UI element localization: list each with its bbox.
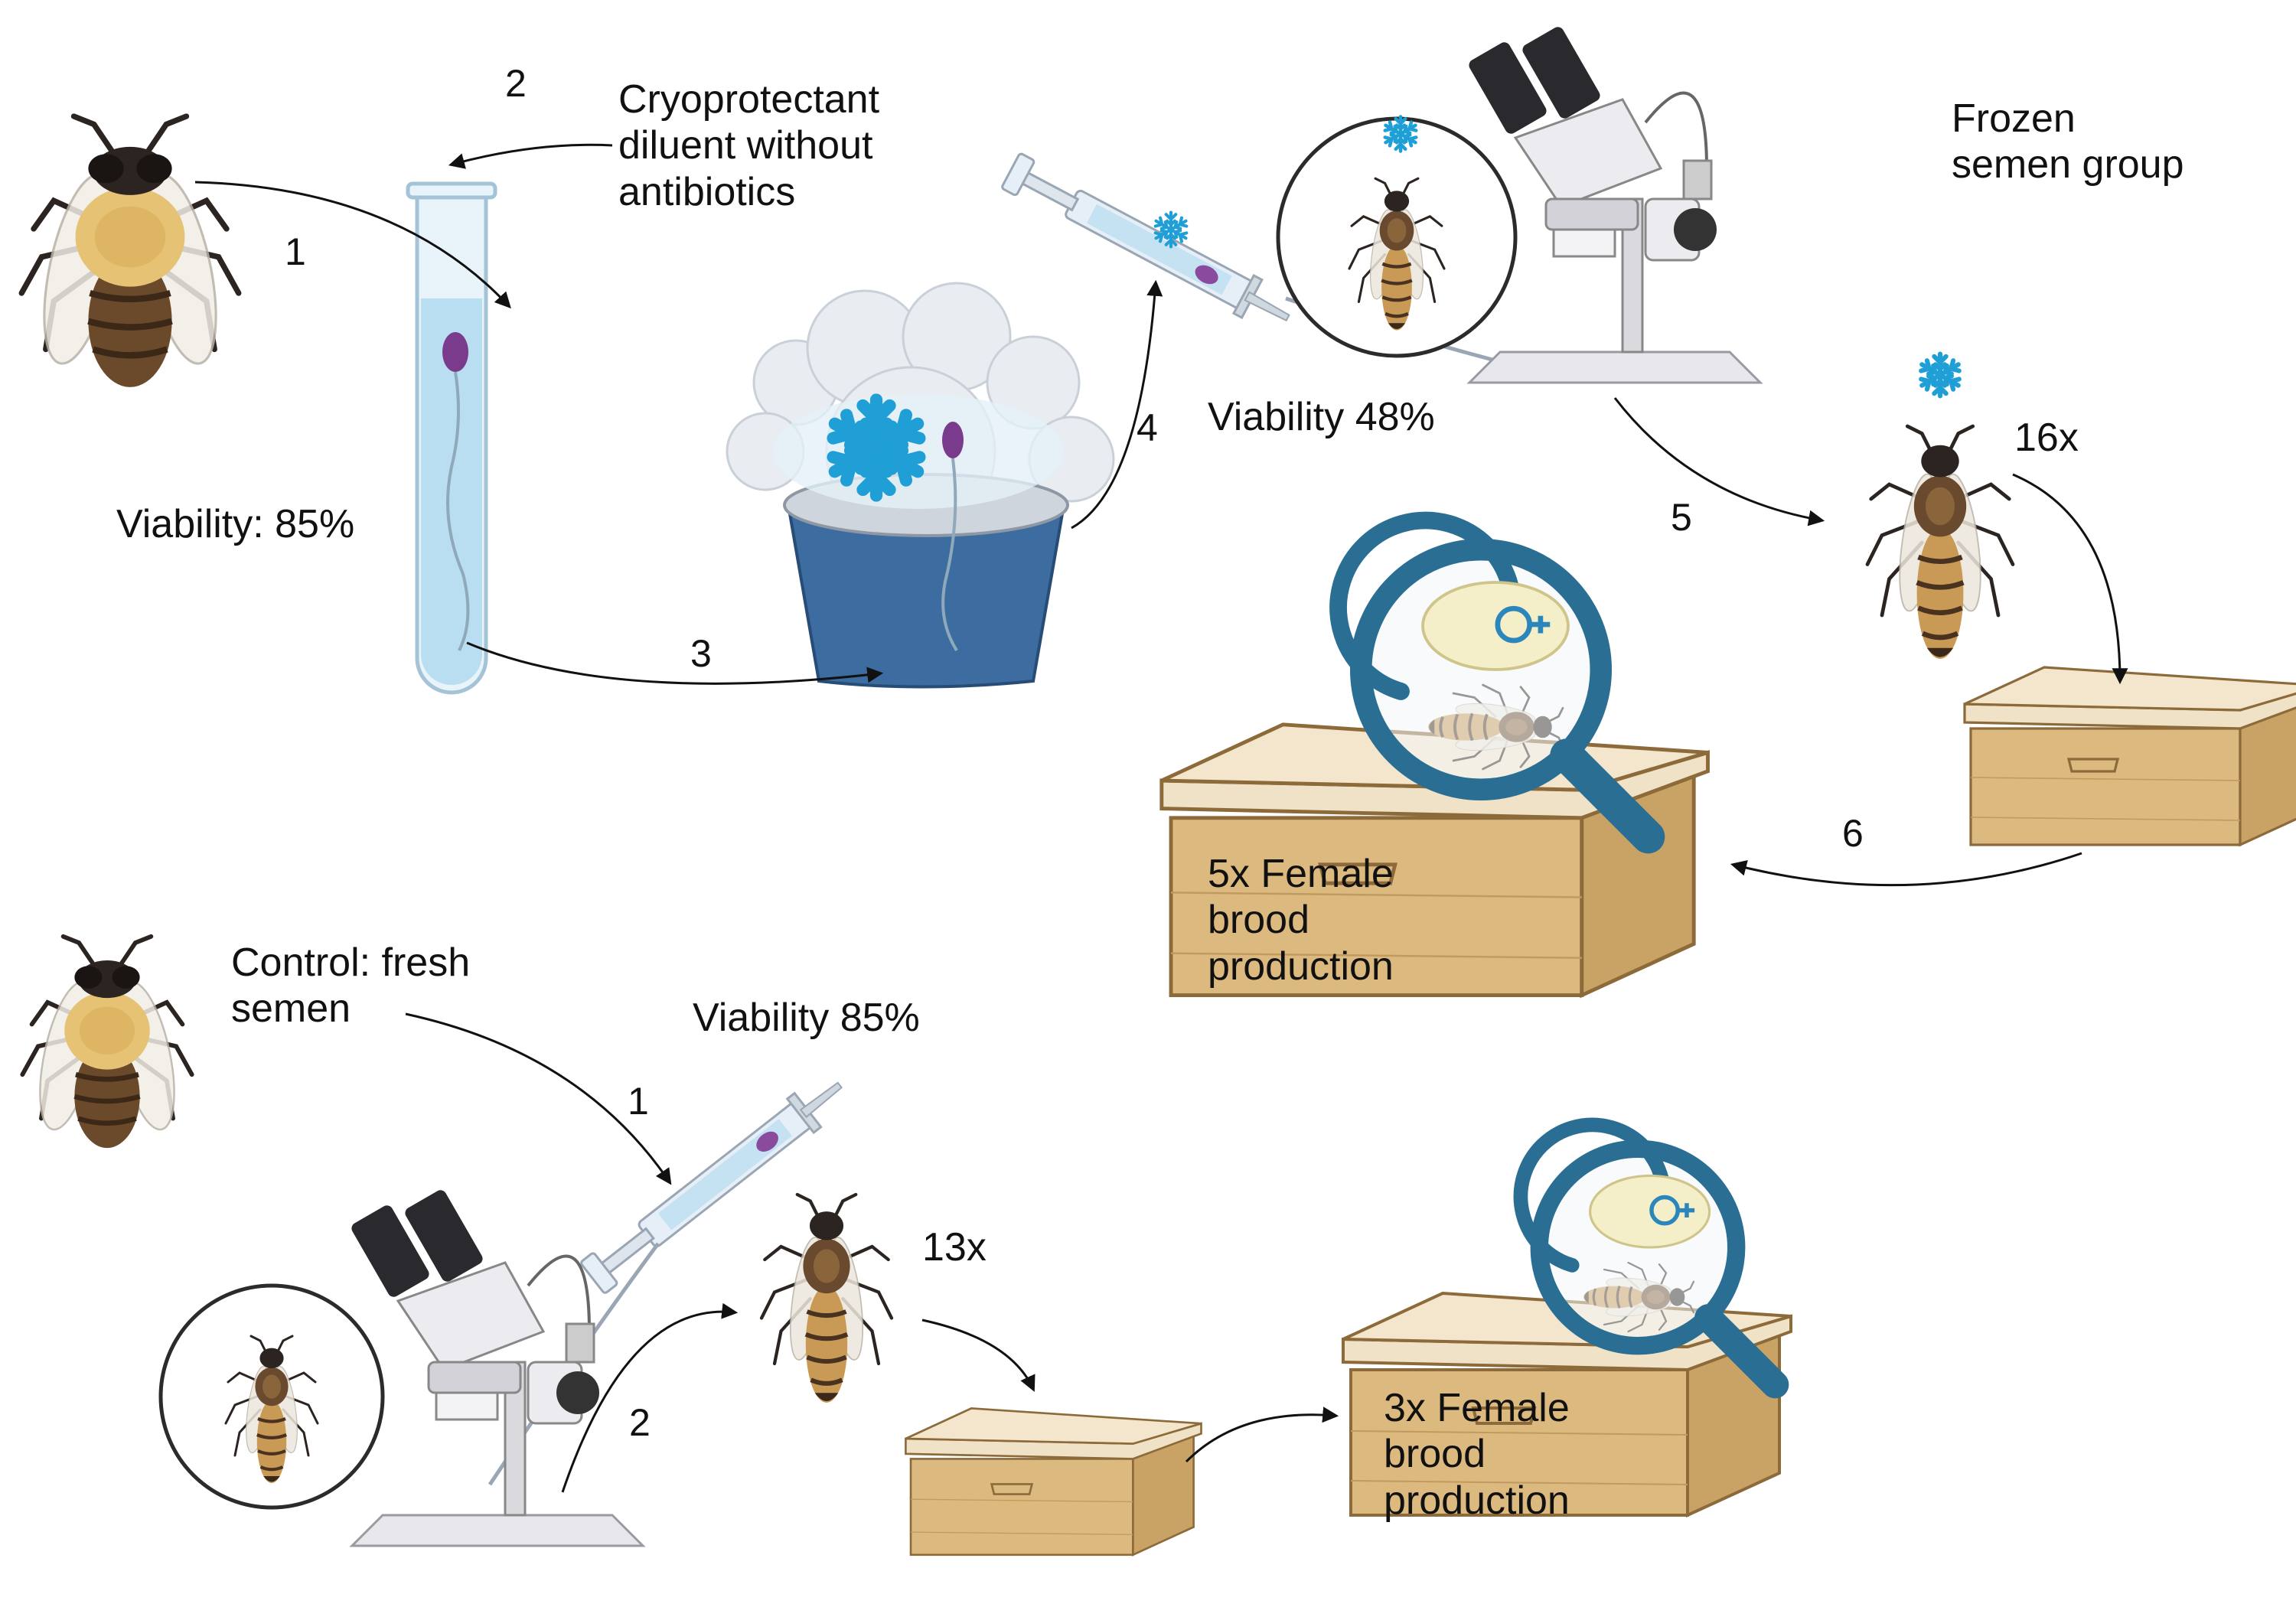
drone-bee-icon xyxy=(21,116,239,387)
viability-thawed: Viability 48% xyxy=(1208,395,1435,439)
step-5: 5 xyxy=(1671,496,1692,539)
liquid-nitrogen-container-icon xyxy=(726,282,1115,689)
queen-bee-icon xyxy=(1867,426,2013,659)
step-4: 4 xyxy=(1137,406,1158,449)
queen-bee-icon xyxy=(762,1195,892,1403)
step-3: 3 xyxy=(690,632,712,675)
control-group-title: Control: fresh semen xyxy=(231,940,471,1032)
process-arrows xyxy=(194,143,2128,887)
test-tube-icon xyxy=(408,184,495,693)
control-step-1: 1 xyxy=(628,1080,649,1123)
syringe-icon xyxy=(999,150,1300,338)
hive-box-icon xyxy=(1963,666,2296,846)
step-6: 6 xyxy=(1842,812,1864,855)
viability-initial: Viability: 85% xyxy=(116,502,355,546)
frozen-group-title: Frozen semen group xyxy=(1952,96,2184,187)
snowflake-icon xyxy=(1919,354,1961,396)
diluent-label: Cryoprotectant diluent without antibioti… xyxy=(618,77,880,214)
step-1: 1 xyxy=(285,230,306,273)
hive-box-icon xyxy=(905,1407,1202,1556)
viability-control: Viability 85% xyxy=(693,996,920,1040)
brood-result-control: 3x Female brood production xyxy=(1384,1386,1570,1523)
drone-bee-icon xyxy=(22,937,191,1148)
snowflake-icon xyxy=(1153,213,1188,247)
brood-result-frozen: 5x Female brood production xyxy=(1208,852,1394,989)
queens-inseminated-frozen: 16x xyxy=(2014,416,2079,460)
stereo-microscope-icon xyxy=(347,1186,644,1547)
step-2: 2 xyxy=(505,62,527,105)
control-step-2: 2 xyxy=(629,1401,651,1444)
queens-inseminated-control: 13x xyxy=(922,1225,987,1270)
control-arrows xyxy=(405,1012,1339,1493)
